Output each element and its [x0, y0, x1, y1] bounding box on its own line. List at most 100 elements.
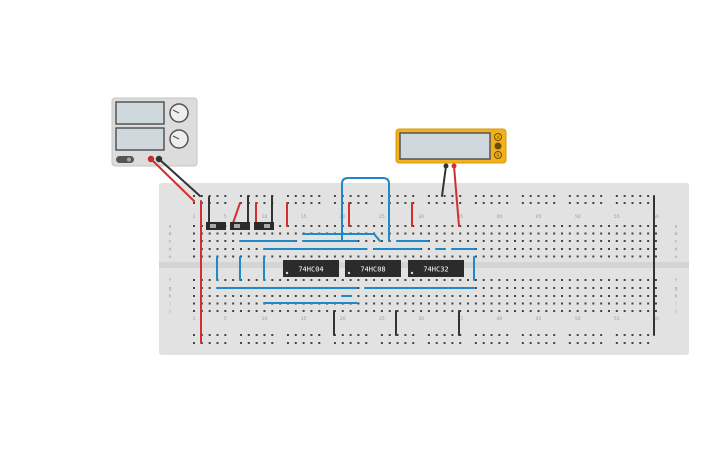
breadboard-hole[interactable] [615, 255, 618, 258]
breadboard-hole[interactable] [521, 232, 524, 235]
breadboard-hole[interactable] [279, 295, 282, 297]
breadboard-hole[interactable] [514, 255, 517, 258]
breadboard-hole[interactable] [490, 287, 493, 289]
breadboard-hole[interactable] [553, 255, 556, 258]
breadboard-hole[interactable] [443, 240, 446, 242]
breadboard-hole[interactable] [521, 295, 524, 297]
breadboard-hole[interactable] [302, 279, 305, 281]
breadboard-hole[interactable] [561, 287, 564, 289]
breadboard-hole[interactable] [568, 310, 571, 312]
breadboard-hole[interactable] [263, 342, 266, 344]
breadboard-hole[interactable] [553, 202, 556, 204]
breadboard-hole[interactable] [529, 342, 532, 344]
breadboard-hole[interactable] [631, 195, 634, 197]
chip-74hc04[interactable]: 74HC04 [283, 260, 339, 277]
breadboard-hole[interactable] [592, 232, 595, 235]
breadboard-hole[interactable] [615, 248, 618, 250]
breadboard-hole[interactable] [498, 195, 501, 197]
breadboard-hole[interactable] [506, 202, 509, 204]
breadboard-hole[interactable] [216, 334, 219, 336]
breadboard-hole[interactable] [482, 302, 485, 305]
breadboard-hole[interactable] [208, 255, 211, 258]
breadboard-hole[interactable] [427, 195, 430, 197]
breadboard-hole[interactable] [388, 302, 391, 305]
breadboard-hole[interactable] [263, 295, 266, 297]
breadboard-hole[interactable] [255, 279, 258, 281]
breadboard-hole[interactable] [193, 248, 195, 250]
breadboard-hole[interactable] [224, 202, 227, 204]
breadboard-hole[interactable] [216, 248, 219, 250]
breadboard-hole[interactable] [576, 240, 579, 242]
breadboard-hole[interactable] [647, 225, 650, 227]
breadboard-hole[interactable] [474, 334, 477, 336]
breadboard-hole[interactable] [623, 302, 626, 305]
breadboard-hole[interactable] [435, 255, 438, 258]
breadboard-hole[interactable] [232, 310, 235, 312]
breadboard-hole[interactable] [474, 295, 477, 297]
breadboard-hole[interactable] [553, 240, 556, 242]
breadboard-hole[interactable] [482, 195, 485, 197]
breadboard-hole[interactable] [208, 195, 211, 197]
chip-74hc32[interactable]: 74HC32 [408, 260, 464, 277]
breadboard-hole[interactable] [545, 295, 548, 297]
breadboard-hole[interactable] [310, 202, 313, 204]
breadboard-hole[interactable] [623, 295, 626, 297]
breadboard-hole[interactable] [467, 232, 470, 235]
breadboard-hole[interactable] [412, 302, 415, 305]
breadboard-hole[interactable] [647, 255, 650, 258]
breadboard-hole[interactable] [427, 202, 430, 204]
breadboard-hole[interactable] [326, 225, 329, 227]
breadboard-hole[interactable] [247, 302, 250, 305]
breadboard-hole[interactable] [349, 342, 352, 344]
breadboard-hole[interactable] [279, 255, 282, 258]
breadboard-hole[interactable] [451, 225, 454, 227]
breadboard-hole[interactable] [615, 232, 618, 235]
breadboard-hole[interactable] [576, 287, 579, 289]
breadboard-hole[interactable] [341, 255, 344, 258]
breadboard-hole[interactable] [498, 225, 501, 227]
breadboard-hole[interactable] [224, 342, 227, 344]
multimeter-button-v[interactable] [494, 142, 502, 150]
breadboard-hole[interactable] [404, 195, 407, 197]
breadboard-hole[interactable] [404, 342, 407, 344]
breadboard-hole[interactable] [553, 342, 556, 344]
breadboard-hole[interactable] [451, 310, 454, 312]
breadboard-hole[interactable] [647, 287, 650, 289]
breadboard-hole[interactable] [568, 302, 571, 305]
breadboard-hole[interactable] [208, 295, 211, 297]
breadboard-hole[interactable] [341, 279, 344, 281]
breadboard-hole[interactable] [467, 255, 470, 258]
breadboard-hole[interactable] [333, 255, 336, 258]
breadboard-hole[interactable] [404, 202, 407, 204]
breadboard-hole[interactable] [239, 295, 242, 297]
breadboard-hole[interactable] [576, 195, 579, 197]
breadboard-hole[interactable] [506, 310, 509, 312]
breadboard-hole[interactable] [349, 279, 352, 281]
breadboard-hole[interactable] [537, 195, 540, 197]
breadboard-hole[interactable] [537, 255, 540, 258]
breadboard-hole[interactable] [232, 302, 235, 305]
multimeter-button-a[interactable] [494, 133, 502, 141]
breadboard-hole[interactable] [443, 232, 446, 235]
breadboard-hole[interactable] [506, 279, 509, 281]
breadboard-hole[interactable] [474, 310, 477, 312]
breadboard-hole[interactable] [654, 248, 657, 250]
breadboard-hole[interactable] [318, 255, 321, 258]
breadboard-hole[interactable] [607, 248, 610, 250]
breadboard-hole[interactable] [482, 287, 485, 289]
breadboard-hole[interactable] [224, 334, 227, 336]
breadboard-hole[interactable] [333, 295, 336, 297]
breadboard-hole[interactable] [271, 342, 274, 344]
breadboard-hole[interactable] [208, 287, 211, 289]
breadboard-hole[interactable] [623, 195, 626, 197]
breadboard-hole[interactable] [615, 195, 618, 197]
breadboard-hole[interactable] [412, 295, 415, 297]
breadboard-hole[interactable] [232, 295, 235, 297]
breadboard-hole[interactable] [255, 232, 258, 235]
breadboard-hole[interactable] [545, 334, 548, 336]
breadboard-hole[interactable] [208, 248, 211, 250]
breadboard-hole[interactable] [506, 342, 509, 344]
breadboard-hole[interactable] [365, 202, 368, 204]
breadboard-hole[interactable] [615, 342, 618, 344]
breadboard-hole[interactable] [349, 255, 352, 258]
